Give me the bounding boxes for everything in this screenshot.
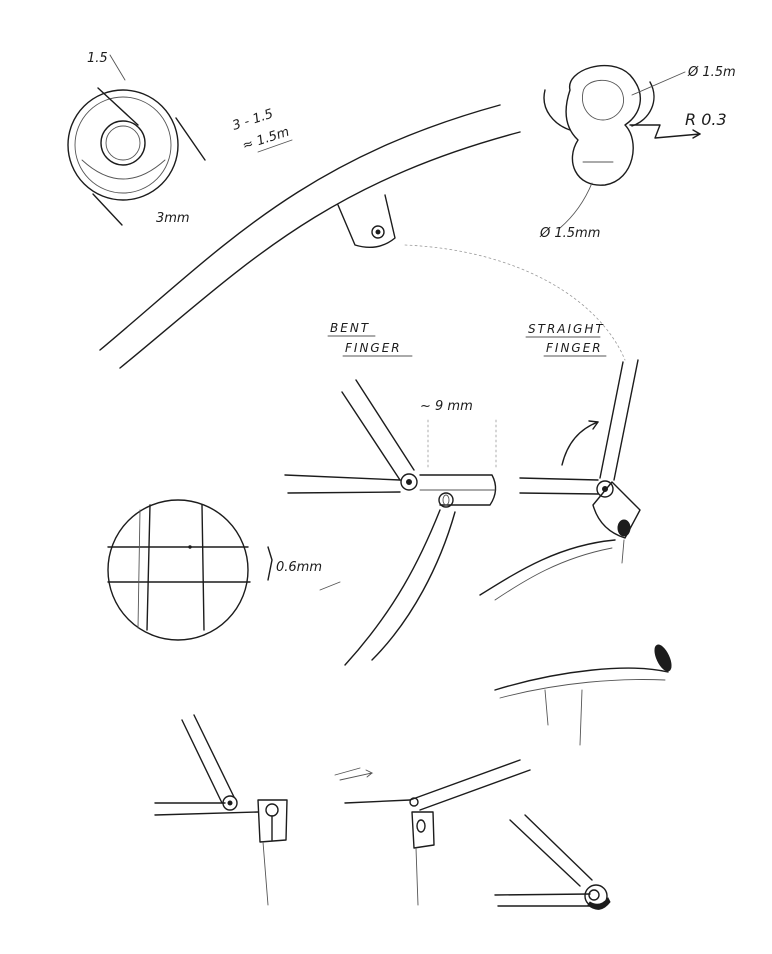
bent-finger-joint: ~ 9 mm — [284, 379, 497, 666]
bent-heading-line2: FINGER — [345, 341, 402, 355]
straight-heading-line2: FINGER — [546, 341, 603, 355]
clip-diameter-label: Ø 1.5mm — [539, 226, 600, 241]
bottom-center-joint — [334, 759, 531, 906]
radius-label: R 0.3 — [685, 110, 727, 129]
straight-heading-line1: STRAIGHT — [528, 322, 605, 336]
gap-label: ~ 9 mm — [420, 399, 473, 414]
bent-heading-line1: BENT — [330, 321, 370, 335]
lower-curve — [494, 644, 672, 746]
straight-finger-joint — [479, 359, 641, 601]
washer-diameter-label: 3mm — [156, 211, 190, 226]
straight-finger-heading: STRAIGHT FINGER — [525, 322, 607, 357]
bent-finger-heading: BENT FINGER — [327, 321, 413, 357]
finger-arc — [99, 104, 626, 369]
magnified-section: 0.6mm — [107, 499, 341, 641]
bottom-right-joint — [494, 814, 611, 910]
bottom-left-joint — [154, 714, 288, 906]
thickness-label: 0.6mm — [276, 560, 322, 575]
clip-profile: Ø 1.5m R 0.3 Ø 1.5mm — [539, 64, 736, 241]
hole-diameter-label: Ø 1.5m — [687, 65, 736, 80]
washer-dim-label: 1.5 — [87, 51, 108, 66]
washer-detail: 1.5 3 - 1.5 ≈ 1.5m 3mm — [67, 51, 293, 226]
